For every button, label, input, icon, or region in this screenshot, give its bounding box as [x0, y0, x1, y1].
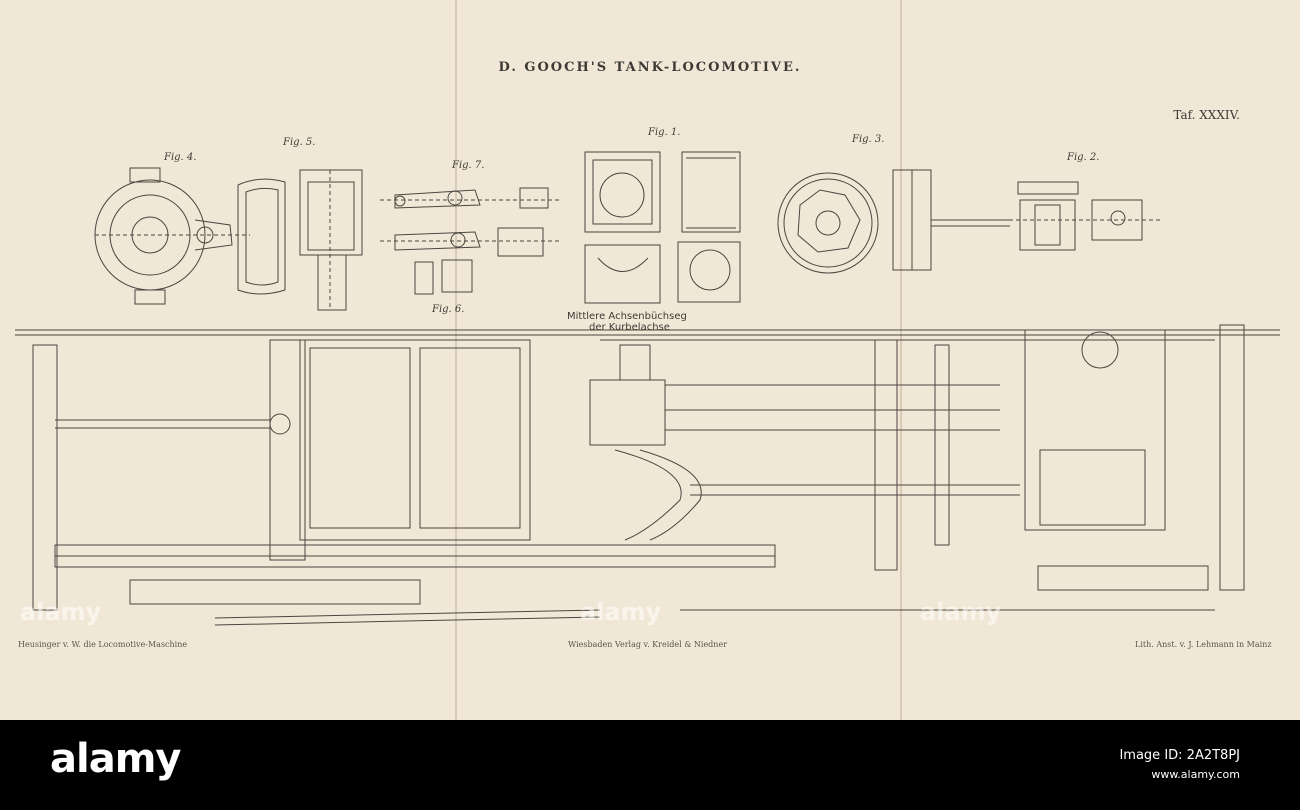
footer-publisher: Wiesbaden Verlag v. Kreidel & Niedner [568, 640, 728, 649]
alamy-logo: alamy [50, 736, 181, 782]
fig7-label: Fig. 7. [452, 160, 485, 171]
caption-line2: der Kurbelachse [589, 322, 670, 333]
axle-box-caption: Mittlere Achsenbüchseg der Kurbelachse [567, 311, 687, 333]
fold-line [900, 0, 902, 720]
watermark-text: alamy [580, 598, 662, 626]
plate-number: Taf. XXXIV. [1173, 108, 1240, 122]
fig5-label: Fig. 5. [283, 137, 316, 148]
fig3-drawing [777, 169, 1010, 274]
engraving-sheet: D. GOOCH'S TANK-LOCOMOTIVE. Taf. XXXIV. … [0, 0, 1300, 720]
fig6-label: Fig. 6. [432, 304, 465, 315]
caption-line1: Mittlere Achsenbüchseg [567, 311, 687, 322]
stock-footer-band [0, 720, 1300, 810]
drawing-title: D. GOOCH'S TANK-LOCOMOTIVE. [498, 60, 802, 75]
footer-lithographer: Lith. Anst. v. J. Lehmann in Mainz [1135, 640, 1272, 649]
fig3-label: Fig. 3. [852, 134, 885, 145]
fig1-drawing [584, 151, 741, 304]
fold-line [455, 0, 457, 720]
plan-view [15, 324, 1280, 626]
footer-author: Heusinger v. W. die Locomotive-Maschine [18, 640, 188, 649]
fig7-drawing [380, 187, 560, 295]
watermark-text: alamy [920, 598, 1002, 626]
technical-drawing [15, 151, 1280, 626]
fig4-drawing [94, 167, 250, 305]
fig2-label: Fig. 2. [1067, 152, 1100, 163]
site-link[interactable]: www.alamy.com [1151, 768, 1240, 781]
watermark-text: alamy [20, 598, 102, 626]
fig5-drawing [237, 169, 363, 311]
fig2-drawing [960, 181, 1160, 251]
fig1-label: Fig. 1. [648, 127, 681, 138]
fig4-label: Fig. 4. [164, 152, 197, 163]
image-id: Image ID: 2A2T8PJ [1119, 748, 1240, 763]
